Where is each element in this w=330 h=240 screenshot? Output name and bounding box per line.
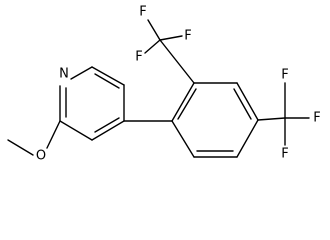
bond-c4p-cf3b — [257, 117, 286, 121]
bond-c3p-c4p — [236, 82, 259, 121]
bond-c2p-cf3a — [159, 39, 195, 84]
bond-c4p-c5p — [236, 119, 259, 158]
bond-o1-ch3 — [7, 139, 34, 156]
bonds — [7, 19, 310, 158]
chemical-structure: N O F F F F F F — [7, 5, 321, 164]
bond-c6-o1 — [46, 120, 61, 149]
atom-label-f1: F — [139, 5, 146, 20]
bond-c1p-c2p — [171, 82, 195, 122]
bond-c5-c6 — [59, 120, 93, 141]
bond-cf3a-f2 — [159, 35, 183, 41]
atom-label-f2: F — [184, 29, 191, 44]
atom-label-f5: F — [313, 111, 320, 126]
atom-label-n1: N — [59, 67, 69, 82]
bond-c6p-c1p — [171, 120, 195, 158]
bond-c1p-c2p-inner — [177, 88, 197, 120]
bond-c4-c5 — [91, 120, 125, 141]
atom-label-o1: O — [36, 149, 46, 164]
bond-c4-c5-inner — [94, 117, 120, 133]
bond-cf3a-f3 — [144, 39, 161, 54]
bond-c2-c3 — [91, 66, 125, 86]
bond-n1-c2 — [70, 66, 93, 80]
bond-cf3a-f1 — [147, 19, 161, 41]
bond-c2-c3-inner — [94, 73, 120, 89]
atom-label-f4: F — [281, 68, 288, 83]
atom-label-f3: F — [135, 50, 142, 65]
bond-c3p-c4p-inner — [233, 88, 252, 120]
atom-labels: N O F F F F F F — [36, 5, 321, 164]
atom-label-f6: F — [281, 147, 288, 162]
